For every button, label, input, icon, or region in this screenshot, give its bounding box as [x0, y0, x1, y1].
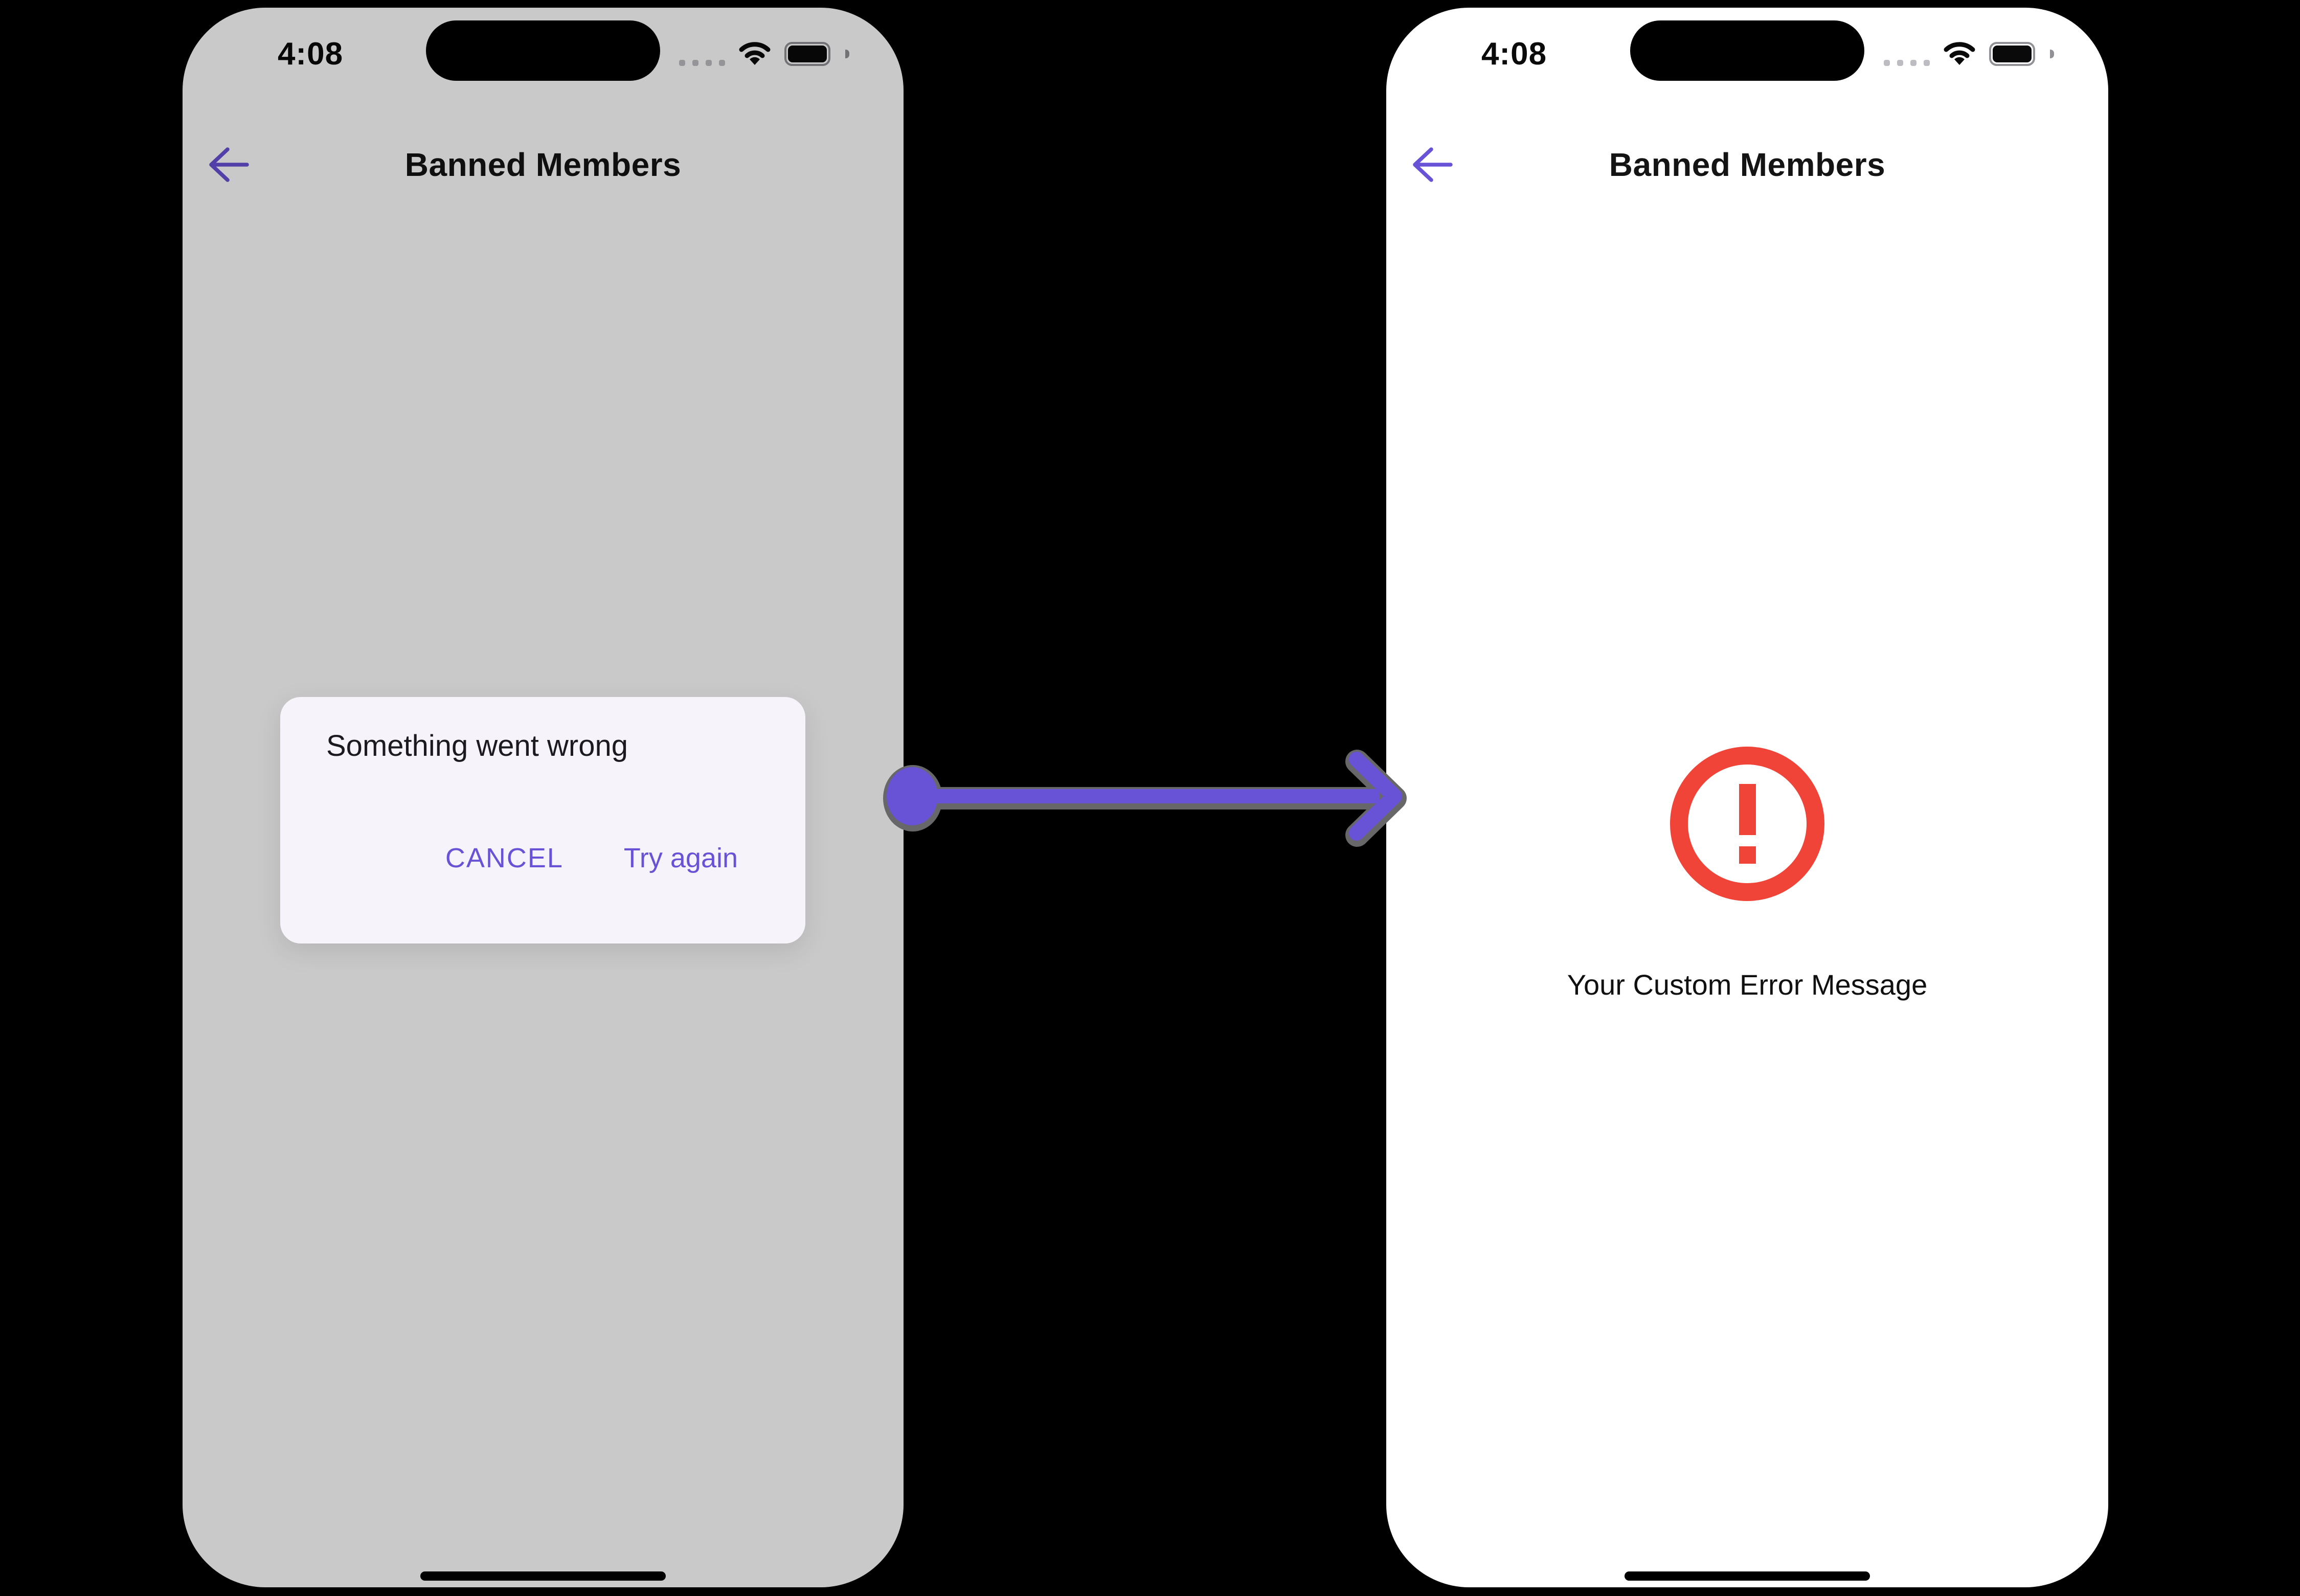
status-time: 4:08	[1481, 36, 1547, 72]
battery-icon	[1989, 42, 2035, 66]
cellular-signal-dots-icon	[1884, 59, 1930, 66]
dialog-actions: CANCEL Try again	[445, 844, 738, 872]
error-dialog: Something went wrong CANCEL Try again	[280, 697, 805, 943]
transition-arrow-icon	[883, 750, 1407, 847]
cancel-button[interactable]: CANCEL	[445, 843, 563, 873]
battery-icon	[784, 42, 830, 66]
page-title: Banned Members	[1609, 146, 1886, 183]
battery-nub	[2050, 50, 2054, 58]
back-arrow-icon	[1413, 147, 1453, 182]
home-indicator-bar[interactable]	[420, 1571, 666, 1581]
cellular-signal-dots-icon	[679, 59, 725, 66]
wifi-icon	[1944, 41, 1975, 65]
wifi-icon	[739, 41, 771, 65]
error-message: Your Custom Error Message	[1567, 969, 1928, 1001]
home-indicator-bar[interactable]	[1625, 1571, 1870, 1581]
dynamic-island	[1630, 20, 1864, 81]
try-again-button[interactable]: Try again	[623, 843, 738, 873]
exclamation-bar	[1739, 784, 1756, 835]
back-button[interactable]	[205, 144, 252, 186]
exclamation-dot	[1739, 846, 1756, 864]
back-arrow-icon	[209, 147, 249, 182]
status-icons	[1884, 41, 2054, 66]
status-icons	[679, 41, 849, 66]
status-time: 4:08	[277, 36, 344, 72]
back-button[interactable]	[1409, 144, 1456, 186]
page-title: Banned Members	[404, 146, 682, 183]
error-exclamation-circle-icon	[1670, 747, 1824, 901]
right-phone-screen: 4:08 Banned Members Your Custom Error Me…	[1386, 8, 2108, 1587]
left-phone-screen: 4:08 Banned Members Something went wrong…	[183, 8, 904, 1587]
battery-nub	[845, 50, 849, 58]
dialog-title: Something went wrong	[326, 729, 628, 762]
dynamic-island	[426, 20, 660, 81]
